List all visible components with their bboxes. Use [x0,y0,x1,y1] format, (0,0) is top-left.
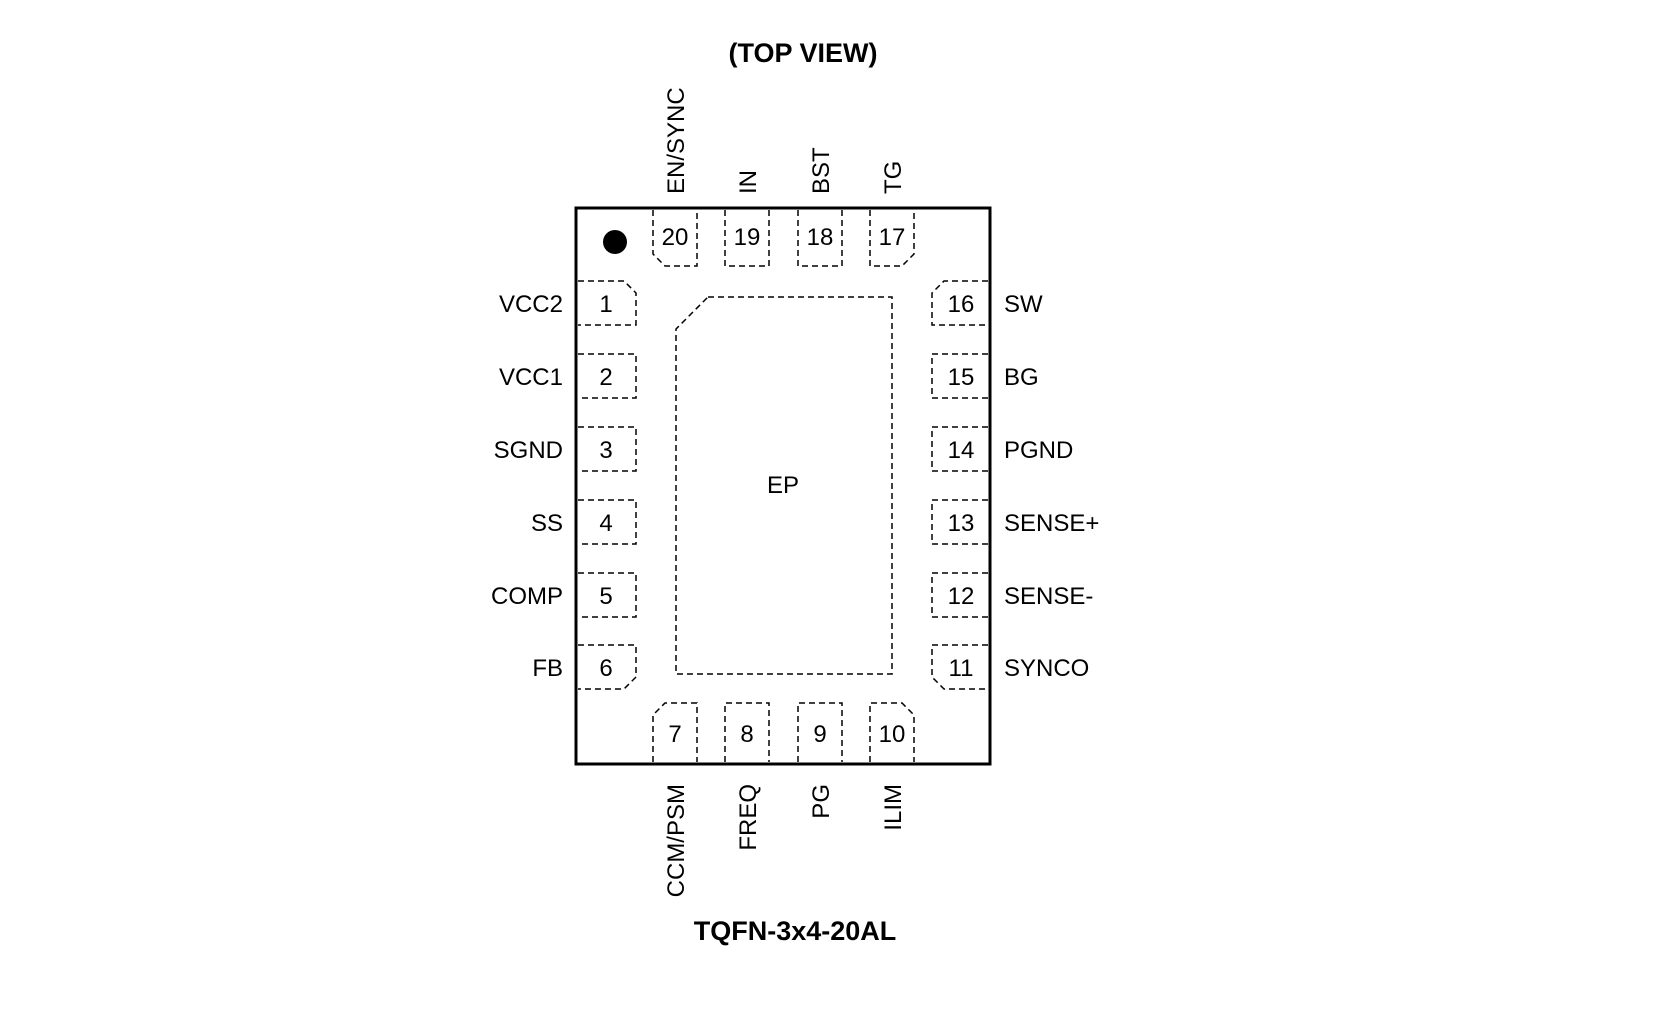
pin-number: 5 [599,583,612,610]
pin-name: SS [531,510,563,537]
pin-name: SGND [494,437,563,464]
pin-name: IN [735,170,762,194]
pin-12: 12 SENSE- [931,572,1093,618]
pin-number: 13 [948,510,975,537]
pin-name: SENSE- [1004,583,1093,610]
pin-number: 3 [599,437,612,464]
pin-20: 20 EN/SYNC [652,87,698,267]
pin-number: 10 [879,721,906,748]
pin-name: SYNCO [1004,655,1089,682]
pin-11: 11 SYNCO [931,644,1089,690]
view-title: (TOP VIEW) [728,38,877,68]
pin-name: TG [880,161,907,194]
pin-pad [652,210,698,267]
pin-number: 18 [807,224,834,251]
pin-pad [578,353,637,399]
pin-2: 2 VCC1 [499,353,637,399]
pin-number: 20 [662,224,689,251]
pin-name: VCC2 [499,291,563,318]
pin-1-dot-icon [603,230,627,254]
pin-name: FB [532,655,563,682]
pin-pad [724,702,770,762]
pin-19: 19 IN [724,170,770,267]
pin-17: 17 TG [869,161,915,267]
pin-number: 12 [948,583,975,610]
pin-name: ILIM [880,784,907,831]
pins-layer: 1 VCC2 2 VCC1 3 SGND 4 SS 5 COMP 6 FB 11 SYNCO 12 SENSE… [491,87,1099,897]
pin-name: COMP [491,583,563,610]
pin-pad [931,280,988,326]
pin-name: PG [808,784,835,819]
pin-name: BST [808,147,835,194]
pin-13: 13 SENSE+ [931,499,1099,545]
pin-pad [578,499,637,545]
pin-4: 4 SS [531,499,637,545]
pin-5: 5 COMP [491,572,637,618]
pin-pad [797,702,843,762]
package-outline [574,206,992,766]
pin-name: PGND [1004,437,1073,464]
pin-number: 7 [668,721,681,748]
pin-pad [578,426,637,472]
pin-name: SENSE+ [1004,510,1099,537]
pin-number: 14 [948,437,975,464]
pin-16: 16 SW [931,280,1043,326]
pin-name: CCM/PSM [663,784,690,897]
pin-number: 2 [599,364,612,391]
package-name: TQFN-3x4-20AL [694,916,897,946]
pin-name: EN/SYNC [663,87,690,194]
pin-pad [578,572,637,618]
exposed-pad [675,296,893,675]
pin-number: 6 [599,655,612,682]
pin-number: 1 [599,291,612,318]
pin-9: 9PG [797,702,843,819]
pin-number: 19 [734,224,761,251]
pin-6: 6 FB [532,644,637,690]
pin-name: BG [1004,364,1039,391]
pin-number: 4 [599,510,612,537]
pin-name: VCC1 [499,364,563,391]
pin-number: 9 [813,721,826,748]
pin-pad [652,702,698,762]
pin-number: 16 [948,291,975,318]
pin-name: SW [1004,291,1043,318]
pin-pad [578,280,637,326]
pin-number: 11 [949,655,974,682]
pin-number: 17 [879,224,906,251]
pin-1: 1 VCC2 [499,280,637,326]
pin-18: 18 BST [797,147,843,267]
pin-3: 3 SGND [494,426,637,472]
pin-14: 14 PGND [931,426,1073,472]
exposed-pad-label: EP [767,472,799,499]
pin-name: FREQ [735,784,762,851]
pin-number: 8 [740,721,753,748]
pin-pad [578,644,637,690]
pin-number: 15 [948,364,975,391]
pin-15: 15 BG [931,353,1039,399]
pin-pad [869,702,915,762]
